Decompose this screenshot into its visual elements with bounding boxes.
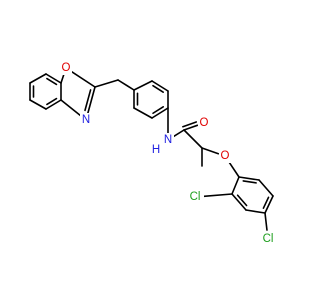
atom-N-oxazole: N	[80, 113, 92, 127]
atom-O-oxazole: O	[60, 61, 72, 75]
bond-dichloro-ring	[238, 176, 260, 181]
atom-label-O-ether: O	[221, 150, 230, 162]
bond-phenyl-double	[152, 84, 165, 93]
bond-benzo-double	[46, 97, 58, 106]
bond-benzo-ring	[29, 73, 47, 84]
bond-dichloro-ring	[231, 193, 247, 211]
molecule-structure-diagram: O N N H O O Cl Cl	[29, 61, 277, 246]
bond-benzo-double	[46, 77, 58, 86]
bond-ether	[201, 147, 220, 155]
bond-phenyl-ring	[133, 80, 153, 91]
atom-label-Cl-para: Cl	[263, 233, 274, 245]
atom-label-layer: O N N H O O Cl Cl	[60, 61, 277, 246]
bond-C-Cl	[264, 212, 268, 231]
bond-phenyl-double	[152, 106, 165, 115]
bond-carbonyl	[183, 124, 199, 131]
bond-phenyl-ring	[151, 107, 169, 119]
bond-dichloro-double	[236, 194, 248, 207]
bond-oxazole-double	[84, 89, 92, 112]
bond-benzo-ring	[29, 99, 47, 110]
bond-benzo-ring	[45, 99, 62, 110]
atom-Cl-para: Cl	[259, 232, 277, 246]
bond-phenyl-ring	[133, 107, 153, 119]
bond-oxazole	[71, 71, 96, 88]
bond-layer	[29, 71, 274, 231]
atom-N-amide: N	[162, 133, 174, 147]
bond-link	[117, 79, 135, 91]
bond-oxazole	[87, 86, 96, 115]
bond-dichloro-ring	[245, 209, 266, 214]
bond-dichloro-double	[262, 196, 270, 210]
bond-phenyl-ring	[151, 80, 169, 92]
bond-link	[94, 79, 119, 88]
atom-label-O-oxazole: O	[62, 62, 71, 74]
atom-Cl-ortho: Cl	[186, 190, 204, 204]
bond-dichloro-ring	[258, 179, 274, 197]
atom-O-ether: O	[219, 149, 231, 163]
atom-label-H-amide: H	[152, 144, 160, 156]
bond-oxazole	[60, 73, 65, 84]
atom-label-N-amide: N	[164, 134, 172, 146]
bond-dichloro-ring	[231, 176, 240, 195]
atom-H-amide: H	[150, 143, 162, 157]
bond-carbonyl-double	[182, 121, 198, 128]
bond-dichloro-ring	[264, 195, 274, 214]
atom-label-Cl-ortho: Cl	[190, 191, 201, 203]
bond-alpha	[183, 129, 203, 149]
atom-label-O-carbonyl: O	[200, 117, 209, 129]
bond-ether	[228, 161, 240, 178]
bond-dichloro-double	[242, 180, 257, 184]
bond-C-Cl	[203, 193, 233, 198]
atom-O-carbonyl: O	[198, 116, 210, 130]
bond-benzo-ring	[45, 73, 62, 84]
atom-label-N-oxazole: N	[82, 114, 90, 126]
bond-oxazole	[60, 99, 82, 117]
bond-N-C	[172, 129, 185, 138]
